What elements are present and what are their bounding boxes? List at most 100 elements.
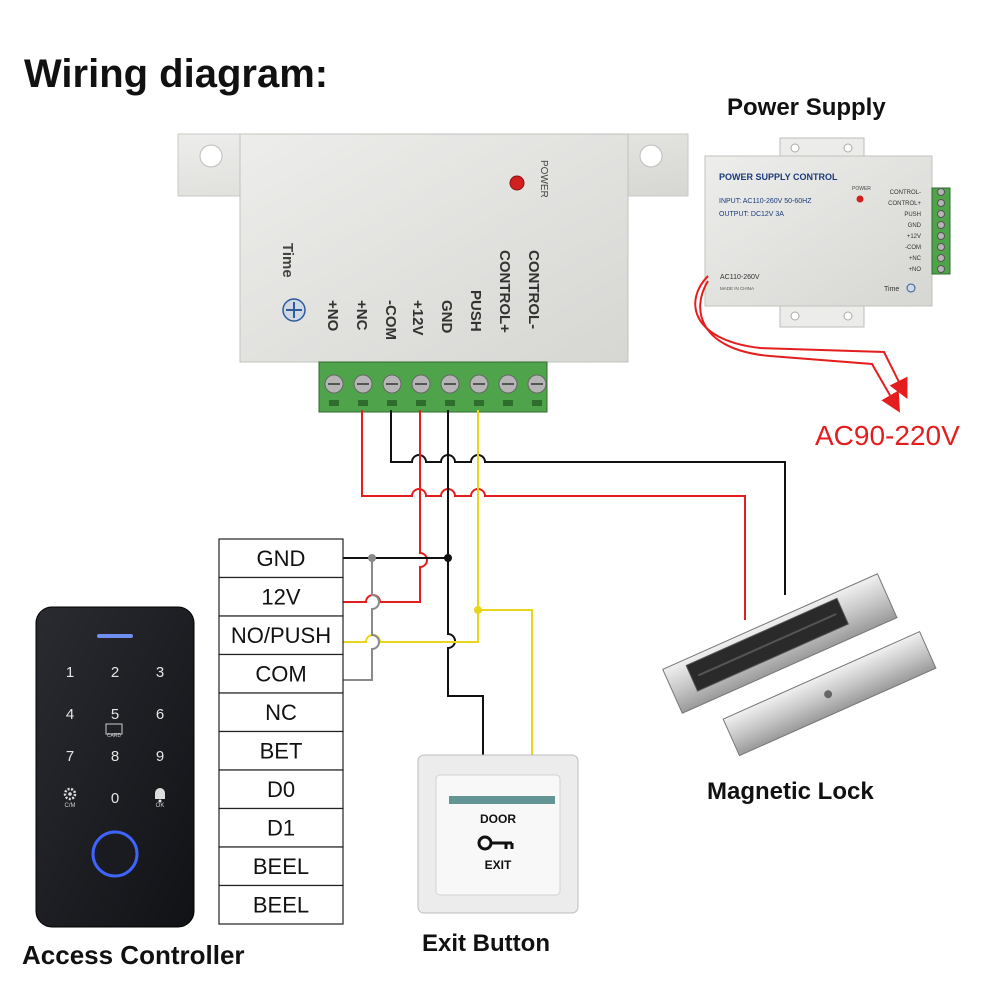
ok-label: OK (156, 803, 165, 809)
ps-terminal-screw (937, 221, 945, 229)
keypad-key[interactable]: 6 (156, 706, 164, 723)
status-light-icon (97, 634, 133, 638)
ps-terminal-label: +NC (909, 256, 922, 262)
ps-made-in: MADE IN CHINA (720, 286, 754, 291)
terminal-label-control-plus: CONTROL+ (496, 250, 513, 333)
controller-terminal-row: D0 (218, 769, 344, 810)
controller-terminal-row: NC (218, 692, 344, 733)
terminal-screw (440, 374, 460, 406)
terminal-screw (527, 374, 547, 406)
ps-terminal-label: +12V (907, 234, 921, 240)
keypad-key[interactable]: 5 (111, 706, 119, 723)
controller-terminal-row: BET (218, 730, 344, 771)
wire-com-link (343, 558, 380, 681)
card-reader-icon (105, 723, 123, 735)
ps-terminal-screw (937, 243, 945, 251)
ps-power-label: POWER (852, 186, 871, 192)
controller-terminal-row: D1 (218, 807, 344, 848)
controller-terminal-label: BEEL (253, 893, 309, 918)
fingerprint-sensor-icon[interactable] (91, 830, 139, 878)
diagram-title: Wiring diagram: (24, 52, 329, 96)
power-supply-label: Power Supply (727, 94, 886, 121)
ps-input-spec: INPUT: AC110-260V 50-60HZ (719, 198, 812, 205)
keypad-key[interactable]: 0 (111, 790, 119, 807)
controller-terminal-label: NO/PUSH (231, 623, 331, 648)
exit-button-device: DOOR EXIT (417, 754, 579, 914)
door-label: DOOR (480, 812, 516, 826)
controller-terminal-row: 12V (218, 576, 344, 617)
ps-terminal-label: CONTROL- (890, 190, 921, 196)
wire-push-to-exit (478, 609, 533, 755)
ps-terminal-label: -COM (905, 245, 921, 251)
wire-gnd-to-exit (447, 558, 484, 755)
terminal-screw (382, 374, 402, 406)
terminal-label-com: -COM (382, 300, 399, 340)
controller-terminal-row: BEEL (218, 884, 344, 925)
ps-terminal-label: GND (908, 223, 922, 229)
keypad-key[interactable]: 2 (111, 664, 119, 681)
wire-push-to-controller (343, 410, 479, 643)
keypad-key[interactable]: 9 (156, 748, 164, 765)
exit-button-label: Exit Button (422, 930, 550, 957)
ps-time-knob-icon[interactable] (906, 283, 916, 293)
ps-terminal-screw (937, 254, 945, 262)
power-supply-unit: POWER SUPPLY CONTROL INPUT: AC110-260V 5… (694, 137, 951, 413)
terminal-label-no: +NO (324, 300, 341, 332)
terminal-screw (353, 374, 373, 406)
controller-terminal-label: COM (255, 662, 306, 687)
terminal-block (318, 361, 548, 413)
controller-terminal-label: BEEL (253, 854, 309, 879)
card-label: CARD (107, 733, 122, 739)
terminal-label-nc: +NC (353, 300, 370, 331)
controller-terminal-label: 12V (261, 585, 300, 610)
keypad-key[interactable]: 4 (66, 706, 74, 723)
ps-terminal-screw (937, 199, 945, 207)
wire-12v-to-controller (343, 410, 428, 603)
ac-voltage-label: AC90-220V (815, 420, 960, 451)
keypad-key[interactable]: 3 (156, 664, 164, 681)
terminal-label-12v: +12V (409, 300, 426, 335)
ps-header: POWER SUPPLY CONTROL (719, 172, 838, 182)
time-knob-icon[interactable] (282, 298, 306, 322)
ac-cable-red (694, 275, 908, 399)
exit-label: EXIT (485, 858, 512, 872)
terminal-label-gnd: GND (438, 300, 455, 334)
cm-label: C/M (65, 803, 76, 809)
ps-terminal-label: CONTROL+ (888, 201, 921, 207)
terminal-screw (498, 374, 518, 406)
bell-icon[interactable] (155, 788, 165, 803)
ps-ac-label: AC110-260V (720, 274, 760, 281)
terminal-label-push: PUSH (467, 290, 484, 332)
keypad-key[interactable]: 7 (66, 748, 74, 765)
controller-terminal-row: GND (218, 538, 344, 579)
time-label: Time (279, 243, 296, 278)
ps-terminal-screw (937, 232, 945, 240)
controller-terminal-row: COM (218, 653, 344, 694)
wires (343, 410, 786, 755)
terminal-screw (324, 374, 344, 406)
keypad-key[interactable]: 1 (66, 664, 74, 681)
ps-time-label: Time (884, 286, 899, 293)
control-unit: POWER Time +NO +NC -COM +12V GND PUSH CO… (177, 133, 689, 413)
settings-icon[interactable] (63, 787, 77, 801)
magnetic-lock-device (662, 573, 937, 757)
power-indicator-label: POWER (538, 160, 549, 198)
wire-com-to-lock (390, 410, 786, 595)
wire-gnd-to-controller (343, 410, 449, 559)
magnetic-lock-label: Magnetic Lock (707, 778, 874, 805)
controller-terminal-label: D0 (267, 777, 295, 802)
ps-terminal-screw (937, 188, 945, 196)
ps-terminal-screw (937, 265, 945, 273)
key-icon (477, 835, 514, 851)
controller-terminal-row: BEEL (218, 846, 344, 887)
controller-terminal-label: BET (260, 739, 303, 764)
ps-terminal-label: PUSH (904, 212, 921, 218)
keypad-key[interactable]: 8 (111, 748, 119, 765)
terminal-label-control-minus: CONTROL- (525, 250, 542, 329)
access-controller-device: 1 2 3 4 5 6 7 8 9 0 CARD C/M OK (35, 606, 195, 928)
terminal-screw (411, 374, 431, 406)
access-controller-label: Access Controller (22, 940, 245, 970)
ac-cable-red-2 (699, 280, 900, 413)
